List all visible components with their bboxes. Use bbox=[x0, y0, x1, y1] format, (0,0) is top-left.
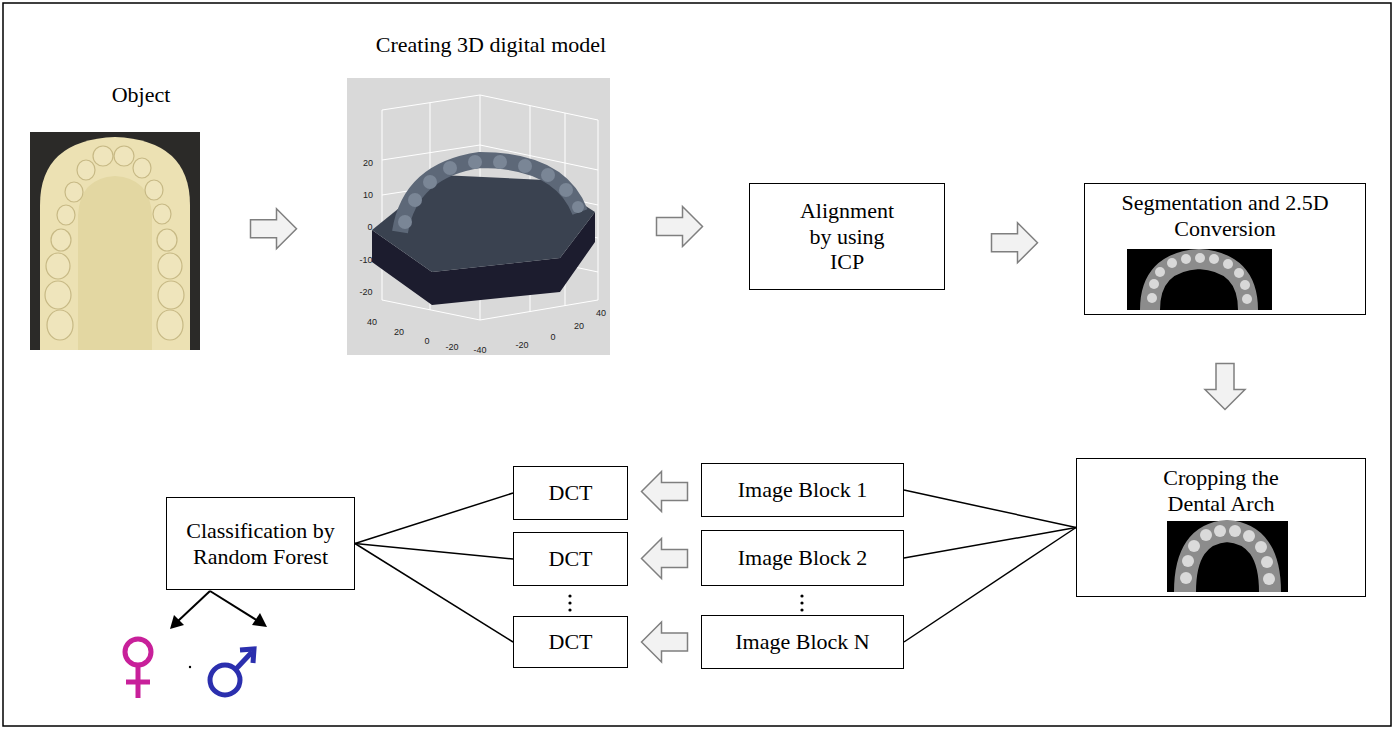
block-arrow-shape bbox=[642, 472, 688, 512]
axis-tick: -40 bbox=[473, 345, 486, 355]
connector-stroke bbox=[904, 528, 1076, 643]
node-content: DCT bbox=[514, 533, 627, 585]
block-arrow bbox=[642, 622, 688, 662]
axis-tick: 40 bbox=[367, 317, 377, 327]
connector-line bbox=[904, 528, 1076, 559]
block-arrow bbox=[642, 539, 688, 579]
connector-line bbox=[355, 544, 513, 643]
connector-line bbox=[904, 528, 1076, 643]
node-heading: Creating 3D digital model bbox=[376, 32, 606, 58]
node-label: DCT bbox=[549, 629, 593, 655]
dct-box: DCT bbox=[513, 466, 628, 520]
connector-line bbox=[355, 493, 513, 544]
block-arrow-shape bbox=[251, 209, 297, 249]
axis-tick: 20 bbox=[363, 158, 373, 168]
axis-tick: 0 bbox=[550, 332, 555, 342]
connector-stroke bbox=[355, 544, 513, 643]
block-box: Image Block 1 bbox=[701, 463, 904, 517]
3d-model-plot bbox=[347, 78, 610, 355]
node-label: Image Block 1 bbox=[738, 477, 868, 503]
node-heading: Object bbox=[112, 82, 171, 108]
block-arrow-shape bbox=[992, 223, 1038, 263]
photo-frame: Object bbox=[30, 132, 200, 350]
process-box: Cropping the Dental Arch bbox=[1076, 458, 1366, 597]
axis-tick: 10 bbox=[363, 190, 373, 200]
male-symbol bbox=[210, 649, 254, 695]
node-content: Cropping the Dental Arch bbox=[1077, 459, 1365, 596]
block-arrow-shape bbox=[642, 539, 688, 579]
axis-tick: 20 bbox=[574, 321, 584, 331]
node-label: DCT bbox=[549, 546, 593, 572]
block-arrow bbox=[657, 207, 703, 247]
axis-tick: -10 bbox=[359, 255, 372, 265]
connector-stroke bbox=[355, 544, 513, 560]
node-content: Image Block N bbox=[702, 616, 903, 668]
connector-line bbox=[904, 490, 1076, 528]
node-label: Image Block N bbox=[735, 629, 869, 655]
axis-tick: 20 bbox=[394, 327, 404, 337]
axis-tick: -20 bbox=[359, 287, 372, 297]
node-content: Image Block 2 bbox=[702, 531, 903, 585]
connector-stroke bbox=[904, 490, 1076, 528]
block-arrow-shape bbox=[642, 622, 688, 662]
plot-frame: Creating 3D digital model bbox=[347, 78, 610, 355]
block-arrow-shape bbox=[657, 207, 703, 247]
block-arrow bbox=[251, 209, 297, 249]
node-content: DCT bbox=[514, 617, 627, 667]
block-arrow bbox=[1205, 364, 1245, 410]
node-content: Classification by Random Forest bbox=[167, 498, 354, 589]
depth-image bbox=[1127, 249, 1272, 310]
node-label: Alignment by using ICP bbox=[791, 198, 903, 275]
node-label: Image Block 2 bbox=[738, 545, 868, 571]
axis-tick: -20 bbox=[445, 342, 458, 352]
dct-box: DCT bbox=[513, 532, 628, 586]
connector-stroke bbox=[904, 528, 1076, 559]
node-content: Segmentation and 2.5D Conversion bbox=[1085, 184, 1365, 314]
output-arrows bbox=[170, 591, 267, 629]
node-label: Cropping the Dental Arch bbox=[1141, 465, 1301, 516]
classifier-box: Classification by Random Forest bbox=[166, 497, 355, 590]
node-label: DCT bbox=[549, 480, 593, 506]
outer-frame bbox=[3, 3, 1391, 726]
dct-box: DCT bbox=[513, 616, 628, 668]
node-content: Alignment by using ICP bbox=[750, 184, 944, 289]
process-box: Segmentation and 2.5D Conversion bbox=[1084, 183, 1366, 315]
female-symbol bbox=[125, 639, 151, 698]
node-label: Segmentation and 2.5D Conversion bbox=[1100, 190, 1350, 241]
block-box: Image Block N bbox=[701, 615, 904, 669]
process-box: Alignment by using ICP bbox=[749, 183, 945, 290]
axis-tick: -20 bbox=[515, 340, 528, 350]
node-label: Classification by Random Forest bbox=[173, 518, 348, 569]
axis-tick: 0 bbox=[367, 222, 372, 232]
axis-tick: 0 bbox=[424, 336, 429, 346]
node-content: Image Block 1 bbox=[702, 464, 903, 516]
dental-cast-photo bbox=[30, 132, 200, 350]
connector-stroke bbox=[355, 493, 513, 544]
block-arrow bbox=[642, 472, 688, 512]
axis-tick: 40 bbox=[596, 308, 606, 318]
block-arrow-shape bbox=[1205, 364, 1245, 410]
block-box: Image Block 2 bbox=[701, 530, 904, 586]
cropped-arch-image bbox=[1167, 521, 1288, 592]
connector-line bbox=[355, 544, 513, 560]
node-content: DCT bbox=[514, 467, 627, 519]
block-arrow bbox=[992, 223, 1038, 263]
